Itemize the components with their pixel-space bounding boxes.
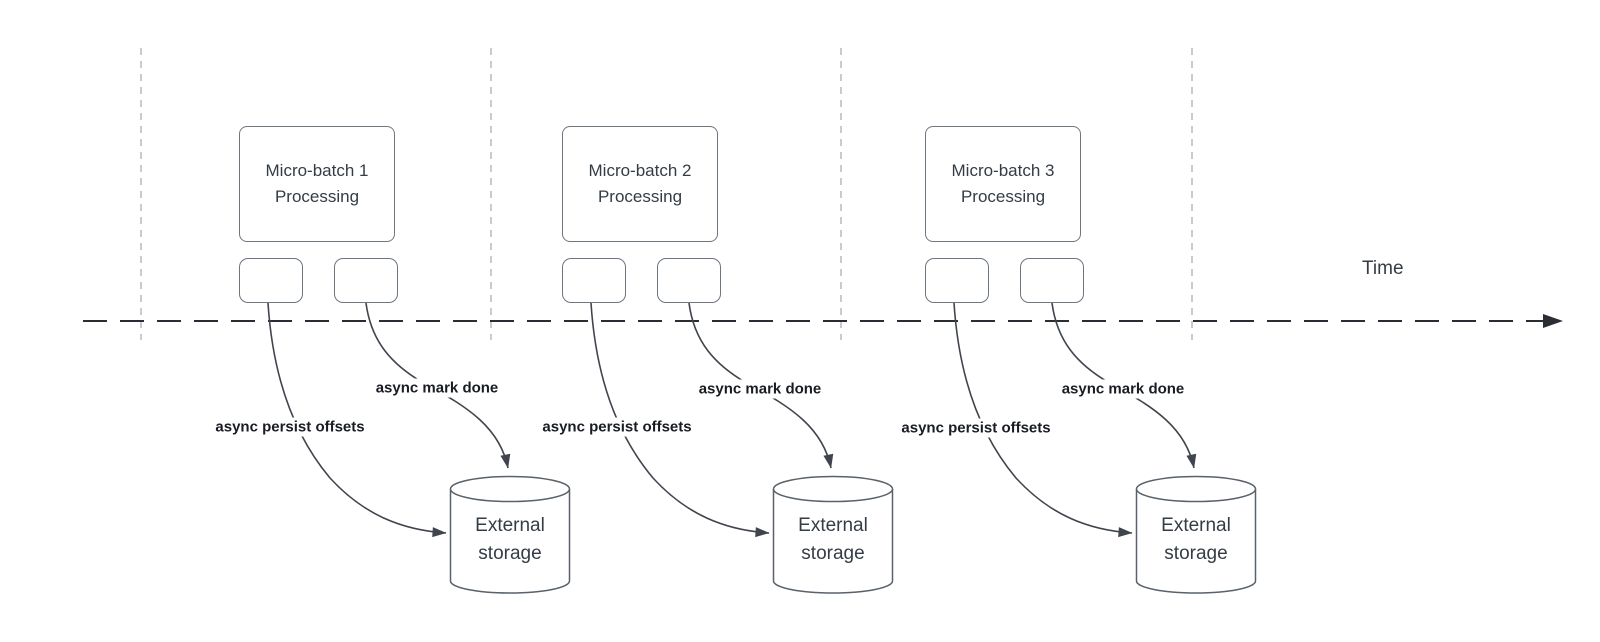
batch-3-graphics: [953, 302, 1257, 594]
batch-1-graphics: [267, 302, 571, 594]
batch-1-persist-arrow: [267, 302, 447, 538]
batch-1-mark-done-label: async mark done: [372, 378, 502, 398]
storage-cylinder-body-1: [449, 489, 571, 594]
batch-3-mark-done-task-box: [1020, 258, 1084, 303]
storage-cylinder-body-2: [772, 489, 894, 594]
batch-3-mark-done-label: async mark done: [1058, 379, 1188, 399]
batch-3-persist-task-box: [925, 258, 989, 303]
batch-1-mark-done-task-box: [334, 258, 398, 303]
external-storage-label-1: External storage: [475, 515, 545, 564]
storage-cylinder-top-2: [772, 475, 894, 503]
storage-cylinder-body-3: [1135, 489, 1257, 594]
batch-3-persist-label: async persist offsets: [898, 418, 1054, 438]
batch-2-graphics: [590, 302, 894, 594]
storage-cylinder-top-1: [449, 475, 571, 503]
external-storage-label-2: External storage: [798, 515, 868, 564]
micro-batch-2-node: Micro-batch 2 Processing: [562, 126, 718, 242]
batch-2-persist-arrow: [590, 302, 770, 538]
micro-batch-1-node: Micro-batch 1 Processing: [239, 126, 395, 242]
time-axis-label: Time: [1362, 258, 1404, 279]
micro-batch-3-node: Micro-batch 3 Processing: [925, 126, 1081, 242]
storage-cylinder-top-3: [1135, 475, 1257, 503]
batch-2-mark-done-label: async mark done: [695, 379, 825, 399]
batch-3-persist-arrow: [953, 302, 1133, 538]
external-storage-label-3: External storage: [1161, 515, 1231, 564]
batch-2-mark-done-task-box: [657, 258, 721, 303]
batch-1-persist-label: async persist offsets: [212, 417, 368, 437]
batch-1-persist-task-box: [239, 258, 303, 303]
batch-2-persist-label: async persist offsets: [539, 417, 695, 437]
batch-2-persist-task-box: [562, 258, 626, 303]
